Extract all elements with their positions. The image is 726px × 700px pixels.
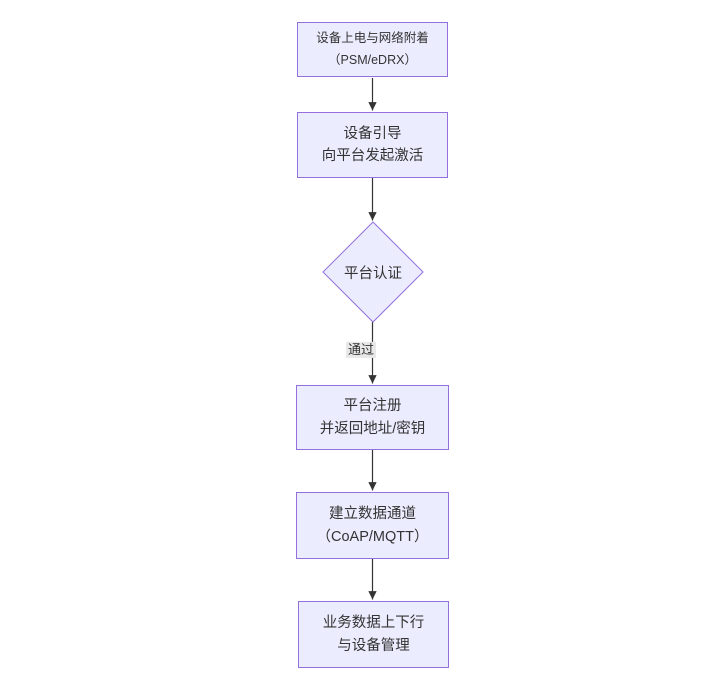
node-platform-register-line2: 并返回地址/密钥 <box>319 420 426 437</box>
node-bootstrap-line2: 向平台发起激活 <box>321 148 424 164</box>
node-data-channel: 建立数据通道 （CoAP/MQTT） <box>296 492 449 559</box>
decision-diamond-shape <box>322 221 424 323</box>
node-business-data-line2: 与设备管理 <box>337 637 410 654</box>
node-data-channel-line1: 建立数据通道 <box>329 506 416 523</box>
node-business-data: 业务数据上下行 与设备管理 <box>298 601 449 668</box>
node-power-attach: 设备上电与网络附着 （PSM/eDRX） <box>297 22 448 77</box>
node-bootstrap-line1: 设备引导 <box>343 125 402 142</box>
node-data-channel-line2: （CoAP/MQTT） <box>316 528 429 545</box>
node-platform-auth-label: 平台认证 <box>344 265 402 282</box>
node-power-attach-line1: 设备上电与网络附着 <box>316 31 429 45</box>
edge-label-pass: 通过 <box>345 341 377 359</box>
node-platform-auth: 平台认证 <box>323 222 423 322</box>
node-platform-register-line1: 平台注册 <box>343 398 402 415</box>
node-platform-register: 平台注册 并返回地址/密钥 <box>296 385 449 450</box>
node-business-data-line1: 业务数据上下行 <box>322 615 425 632</box>
node-bootstrap: 设备引导 向平台发起激活 <box>297 112 448 178</box>
node-power-attach-line2: （PSM/eDRX） <box>328 52 417 67</box>
